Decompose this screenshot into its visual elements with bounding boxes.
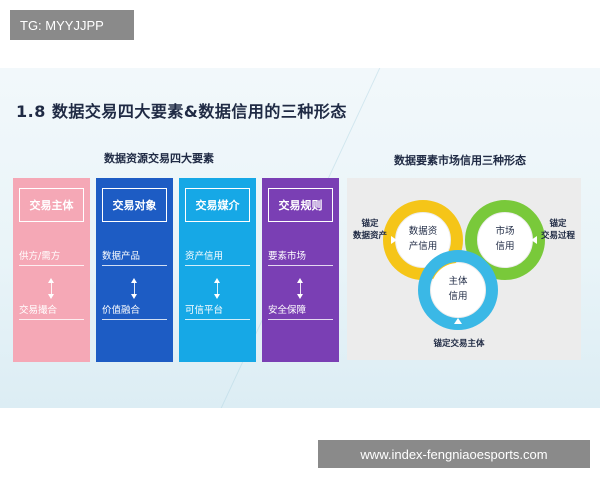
arrow-up-icon bbox=[48, 278, 54, 283]
ring-inner-fill bbox=[396, 213, 450, 267]
arrow-down-icon bbox=[131, 294, 137, 299]
column-item: 可信平台 bbox=[185, 305, 224, 316]
side-label-bottom: 锚定交易主体 bbox=[433, 339, 485, 349]
side-label-line: 锚定 bbox=[361, 219, 379, 229]
left-subtitle: 数据资源交易四大要素 bbox=[104, 152, 214, 165]
column-divider bbox=[268, 319, 333, 320]
column-divider bbox=[102, 265, 167, 266]
connector-line bbox=[51, 282, 52, 296]
side-label-line: 交易过程 bbox=[540, 231, 575, 241]
side-label-right: 锚定 交易过程 bbox=[537, 218, 579, 242]
ring-label-line: 信用 bbox=[448, 291, 468, 302]
ring-label-line: 信用 bbox=[495, 241, 515, 252]
ring-marker-icon bbox=[531, 236, 537, 244]
slide: 1.8 数据交易四大要素&数据信用的三种形态 数据资源交易四大要素 数据要素市场… bbox=[0, 68, 600, 408]
ring-label-market: 市场 信用 bbox=[485, 224, 525, 254]
ring-label-data-asset: 数据资 产信用 bbox=[403, 224, 443, 254]
arrow-down-icon bbox=[48, 294, 54, 299]
connector-line bbox=[134, 282, 135, 296]
column-divider bbox=[268, 265, 333, 266]
element-column-medium: 交易媒介 资产信用 可信平台 bbox=[179, 178, 256, 362]
ring-label-line: 主体 bbox=[448, 276, 468, 287]
arrow-up-icon bbox=[131, 278, 137, 283]
ring-inner-fill bbox=[431, 263, 485, 317]
ring-market-credit bbox=[465, 200, 545, 280]
ring-marker-icon bbox=[391, 236, 397, 244]
ring-marker-icon bbox=[454, 318, 462, 324]
column-item: 要素市场 bbox=[268, 251, 307, 262]
element-column-object: 交易对象 数据产品 价值融合 bbox=[96, 178, 173, 362]
ring-inner-fill bbox=[478, 213, 532, 267]
rings-diagram bbox=[383, 200, 545, 330]
column-item: 资产信用 bbox=[185, 251, 224, 262]
watermark-tag-top: TG: MYYJJPP bbox=[10, 10, 134, 40]
column-divider bbox=[185, 265, 250, 266]
arrow-up-icon bbox=[297, 278, 303, 283]
ring-label-line: 数据资 bbox=[408, 226, 438, 237]
arrow-up-icon bbox=[214, 278, 220, 283]
credit-forms-panel: 数据资 产信用 市场 信用 主体 信用 锚定 数据资产 锚定 交易过程 锚定交易… bbox=[347, 178, 581, 360]
column-divider bbox=[19, 319, 84, 320]
column-header: 交易媒介 bbox=[185, 188, 250, 222]
column-divider bbox=[19, 265, 84, 266]
ring-label-subject: 主体 信用 bbox=[438, 274, 478, 304]
slide-title: 1.8 数据交易四大要素&数据信用的三种形态 bbox=[16, 102, 347, 121]
right-subtitle: 数据要素市场信用三种形态 bbox=[394, 154, 526, 167]
ring-label-line: 市场 bbox=[495, 226, 515, 237]
column-item: 数据产品 bbox=[102, 251, 141, 262]
connector-line bbox=[217, 282, 218, 296]
side-label-left: 锚定 数据资产 bbox=[349, 218, 391, 242]
arrow-down-icon bbox=[214, 294, 220, 299]
arrow-down-icon bbox=[297, 294, 303, 299]
element-column-subject: 交易主体 供方/需方 交易撮合 bbox=[13, 178, 90, 362]
connector-line bbox=[300, 282, 301, 296]
column-divider bbox=[102, 319, 167, 320]
side-label-line: 数据资产 bbox=[352, 231, 387, 241]
column-item: 安全保障 bbox=[268, 305, 307, 316]
column-divider bbox=[185, 319, 250, 320]
column-header: 交易主体 bbox=[19, 188, 84, 222]
column-item: 供方/需方 bbox=[19, 251, 61, 262]
watermark-tag-bottom: www.index-fengniaoesports.com bbox=[318, 440, 590, 468]
side-label-line: 锚定 bbox=[549, 219, 567, 229]
column-header: 交易规则 bbox=[268, 188, 333, 222]
column-item: 交易撮合 bbox=[19, 305, 58, 316]
ring-label-line: 产信用 bbox=[408, 241, 438, 252]
column-item: 价值融合 bbox=[102, 305, 141, 316]
column-header: 交易对象 bbox=[102, 188, 167, 222]
element-column-rules: 交易规则 要素市场 安全保障 bbox=[262, 178, 339, 362]
